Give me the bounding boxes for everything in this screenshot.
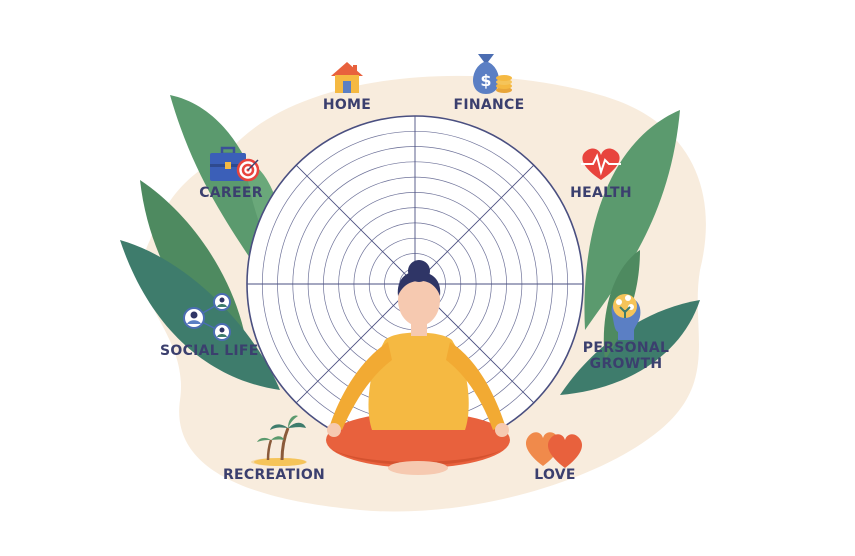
wheel-spoke (414, 164, 535, 285)
feet (388, 461, 448, 475)
palm-island-icon (254, 415, 306, 466)
shirt (368, 332, 469, 430)
hearts-icon (525, 432, 583, 468)
money-bag-icon: $ (473, 54, 512, 94)
social-network-icon (183, 293, 231, 341)
label-social-life: SOCIAL LIFE (160, 343, 259, 359)
label-personal-growth: PERSONAL GROWTH (582, 340, 670, 372)
label-home: HOME (322, 97, 372, 113)
label-career: CAREER (199, 185, 263, 201)
heartbeat-icon (581, 148, 621, 180)
hair-bun (408, 260, 430, 282)
brain-growth-icon (611, 294, 641, 340)
house-icon (331, 62, 363, 93)
svg-text:$: $ (480, 71, 491, 90)
label-health: HEALTH (570, 185, 632, 201)
label-finance: FINANCE (453, 97, 525, 113)
wheel-spoke (295, 283, 416, 404)
hair (397, 271, 441, 296)
wheel-spoke (295, 164, 416, 285)
label-recreation: RECREATION (222, 467, 326, 483)
face (398, 274, 440, 326)
label-love: LOVE (534, 467, 576, 483)
briefcase-target-icon (210, 146, 260, 182)
meditating-woman (326, 260, 510, 475)
